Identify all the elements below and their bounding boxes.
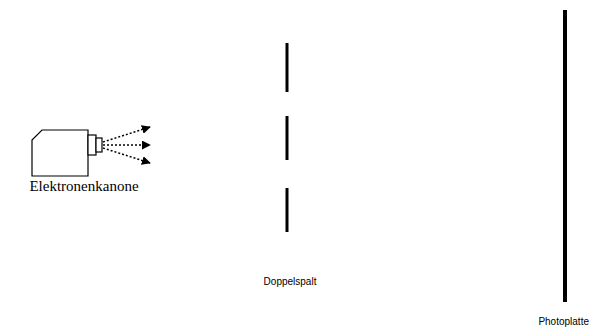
electron-gun [32,130,102,176]
double-slit [286,43,289,232]
photo-plate [563,10,567,302]
component-label: Doppelspalt [264,276,317,287]
electron-beam [103,127,150,163]
component-label: Photoplatte [538,316,589,327]
device-label: Elektronenkanone [29,178,138,195]
